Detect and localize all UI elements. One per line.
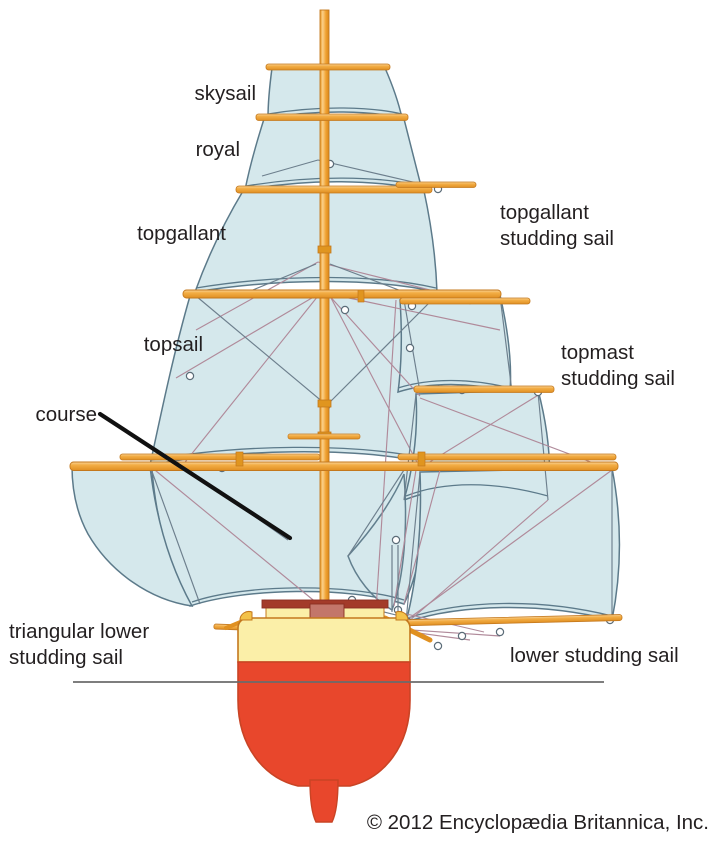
label-triangular-lower-line2: studding sail [9,646,123,669]
label-topgallant-studding-line2: studding sail [500,227,614,250]
label-topgallant-studding-line1: topgallant [500,201,589,224]
sail-royal [244,118,424,192]
yard-topgallant [235,185,433,194]
sail-topsail [149,295,442,466]
yard-main-course [69,461,619,471]
copyright-credit: © 2012 Encyclopædia Britannica, Inc. [367,811,709,834]
block-icon [405,343,415,353]
labels-group: skysail royal topgallant topsail course … [9,82,679,669]
sail-topgallant-studding [397,294,512,394]
yard-skysail [265,63,391,71]
block-icon [185,371,195,381]
label-course: course [35,403,97,426]
label-triangular-lower-line1: triangular lower [9,620,149,643]
label-topmast-studding-line1: topmast [561,341,634,364]
spar-mid [287,433,361,440]
label-skysail: skysail [194,82,256,105]
mast [317,9,332,611]
sail-topgallant [193,190,438,293]
block-icon [457,631,467,641]
boom-topgallant-studding [395,181,477,188]
label-topgallant: topgallant [137,222,226,245]
block-icon [433,641,443,651]
boom-right-studding [397,453,617,461]
boom-topsail-studding [399,297,531,305]
block-icon [495,627,505,637]
yard-topmast-studding [413,385,555,393]
course-leader-line [97,411,293,541]
keel [309,779,339,823]
yard-royal [255,113,409,121]
yard-topsail [182,289,502,299]
label-topmast-studding-line2: studding sail [561,367,675,390]
boom-left-studding [119,453,321,461]
hull [237,611,411,823]
hull-lower-red [237,661,411,787]
sail-triangular-lower-studding [71,465,194,607]
label-topsail: topsail [144,333,203,356]
sail-skysail [267,67,403,119]
block-icon [391,535,401,545]
sail-lower-studding [404,467,621,624]
deck-tackle [391,545,399,612]
hull-upper-bulwark [237,617,411,663]
block-icon [340,305,350,315]
label-royal: royal [196,138,240,161]
label-lower-studding: lower studding sail [510,644,679,667]
